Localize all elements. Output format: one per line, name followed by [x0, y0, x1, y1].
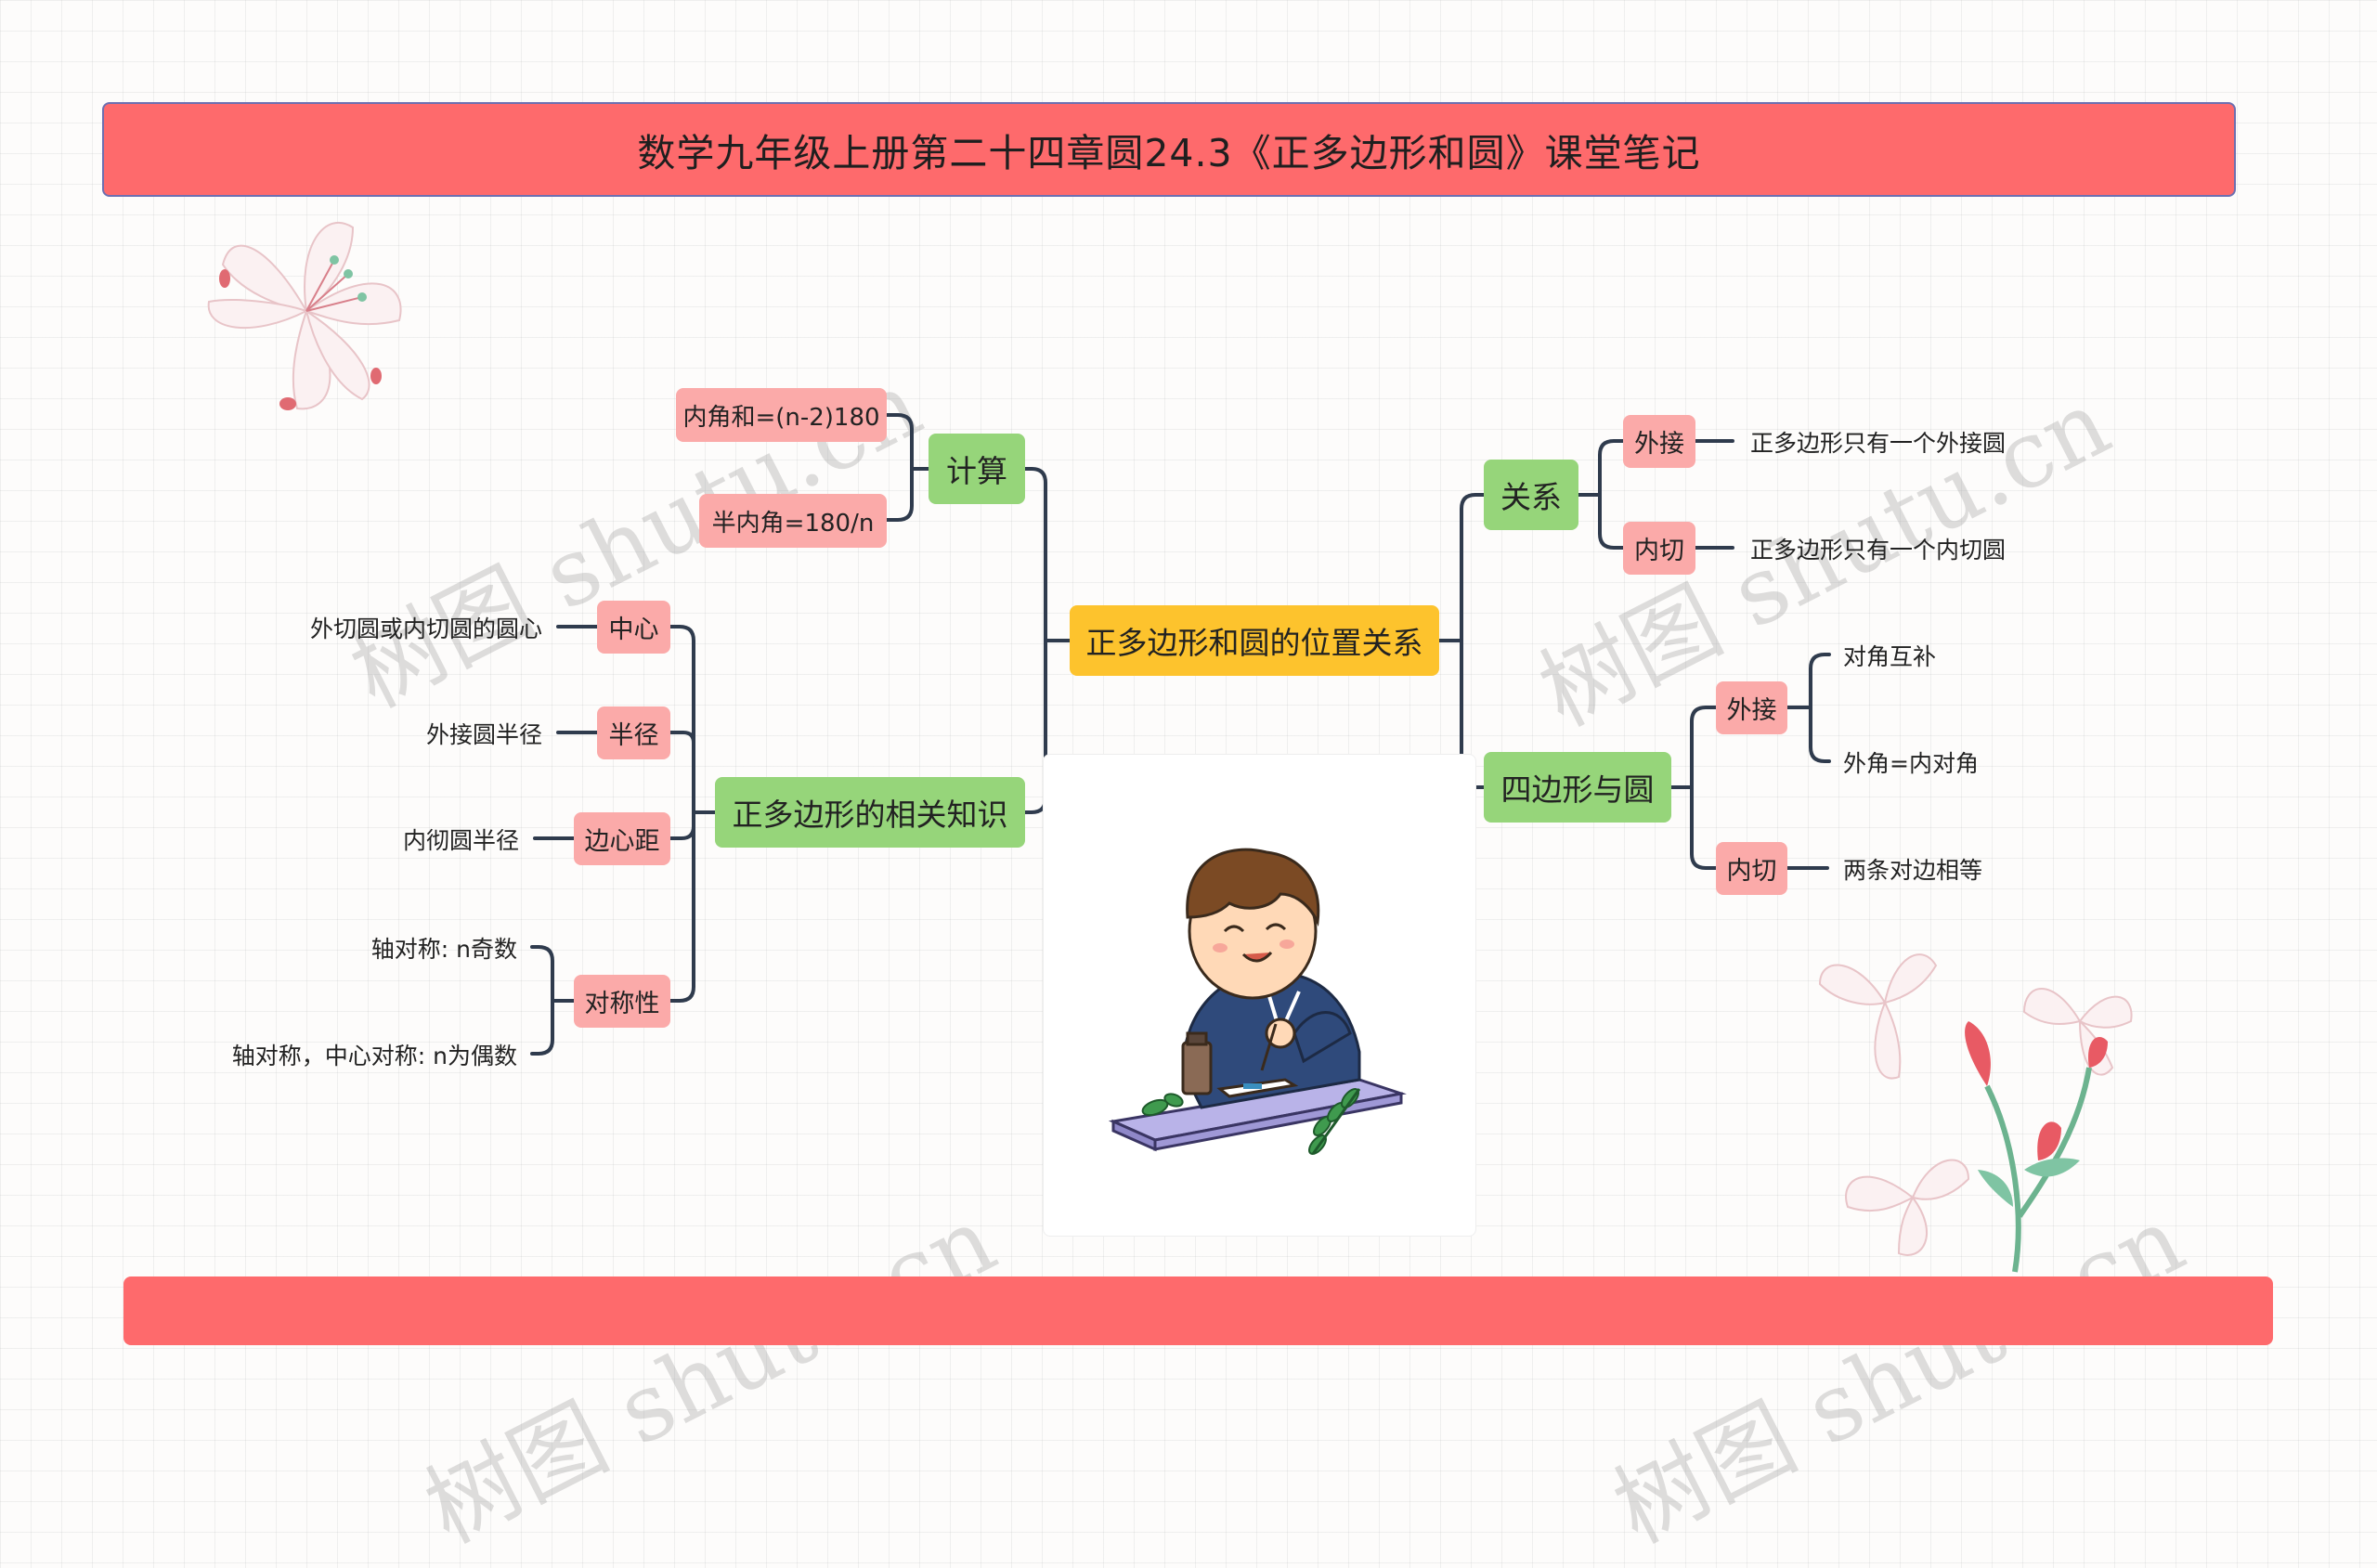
- relation-item-label: 外接: [1634, 430, 1684, 459]
- node-knowledge[interactable]: 正多边形的相关知识: [715, 777, 1025, 848]
- node-relation[interactable]: 关系: [1484, 460, 1578, 530]
- node-quad[interactable]: 四边形与圆: [1484, 752, 1671, 823]
- calc-item-angle-sum[interactable]: 内角和=(n-2)180: [676, 388, 887, 442]
- leaf-text: 两条对边相等: [1843, 857, 1983, 884]
- footer-banner: [123, 1276, 2273, 1345]
- title-banner: 数学九年级上册第二十四章圆24.3《正多边形和圆》课堂笔记: [102, 102, 2236, 197]
- leaf-text: 正多边形只有一个内切圆: [1750, 537, 2007, 564]
- node-quad-label: 四边形与圆: [1500, 771, 1655, 808]
- leaf-text: 内彻圆半径: [402, 827, 519, 854]
- knowledge-item-label: 边心距: [584, 827, 660, 856]
- node-calc[interactable]: 计算: [929, 434, 1025, 504]
- page-title: 数学九年级上册第二十四章圆24.3《正多边形和圆》课堂笔记: [637, 131, 1701, 175]
- leaf-text: 轴对称，中心对称: n为偶数: [231, 1043, 517, 1069]
- leaf-text: 轴对称: n奇数: [370, 936, 517, 963]
- lily-bouquet-icon: [1818, 953, 2133, 1273]
- knowledge-item-label: 对称性: [584, 990, 660, 1018]
- knowledge-item-label: 半径: [608, 721, 659, 750]
- node-calc-label: 计算: [946, 453, 1007, 489]
- relation-item-circumscribed[interactable]: 外接: [1623, 415, 1695, 468]
- node-relation-label: 关系: [1500, 479, 1562, 515]
- leaf-text: 正多边形只有一个外接圆: [1750, 430, 2007, 457]
- root-label: 正多边形和圆的位置关系: [1085, 625, 1423, 661]
- leaf-text: 外角=内对角: [1843, 750, 1979, 777]
- calc-item-half-angle[interactable]: 半内角=180/n: [699, 494, 887, 548]
- calc-item-label: 半内角=180/n: [711, 509, 875, 538]
- knowledge-item-label: 中心: [608, 616, 659, 644]
- node-knowledge-label: 正多边形的相关知识: [732, 797, 1008, 833]
- leaf-text: 对角互补: [1843, 643, 1937, 670]
- calc-item-label: 内角和=(n-2)180: [682, 403, 880, 432]
- illustration-card: [1043, 754, 1476, 1237]
- lily-flower-icon: [207, 221, 402, 410]
- relation-item-label: 内切: [1634, 537, 1684, 565]
- leaf-text: 外接圆半径: [425, 721, 542, 748]
- boy-experiment-illustration: [1108, 848, 1407, 1155]
- knowledge-item-symmetry[interactable]: 对称性: [574, 975, 670, 1028]
- knowledge-item-radius[interactable]: 半径: [597, 706, 670, 759]
- leaf-text: 外切圆或内切圆的圆心: [309, 616, 542, 642]
- knowledge-item-center[interactable]: 中心: [597, 601, 670, 654]
- quad-item-label: 内切: [1726, 857, 1777, 886]
- root-node[interactable]: 正多边形和圆的位置关系: [1070, 605, 1439, 676]
- quad-item-circumscribed[interactable]: 外接: [1716, 681, 1787, 734]
- knowledge-item-apothem[interactable]: 边心距: [574, 812, 670, 865]
- quad-item-label: 外接: [1726, 696, 1777, 725]
- quad-item-inscribed[interactable]: 内切: [1716, 842, 1787, 895]
- relation-item-inscribed[interactable]: 内切: [1623, 522, 1695, 575]
